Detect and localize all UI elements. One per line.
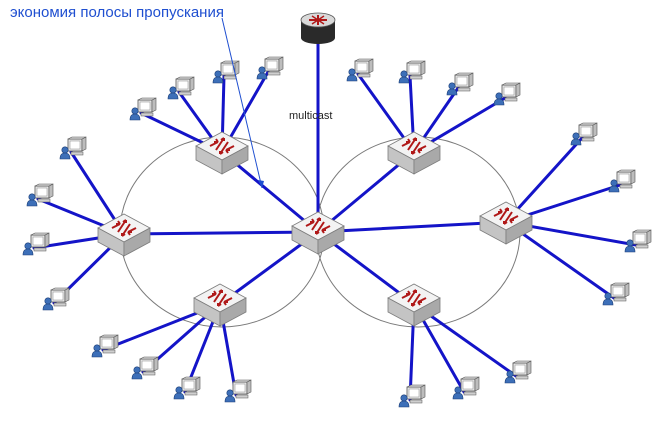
- switch-icon: [479, 201, 533, 245]
- router-icon: [300, 12, 336, 44]
- link-rright-host-1: [504, 136, 584, 224]
- workstation-user-icon: [256, 56, 284, 80]
- link-center-lleft: [122, 230, 320, 236]
- link-center-rright: [316, 220, 508, 234]
- workstation-user-icon: [504, 360, 532, 384]
- caption-arrow: [221, 17, 263, 189]
- workstation-user-icon: [91, 334, 119, 358]
- workstation-user-icon: [173, 376, 201, 400]
- caption-text: экономия полосы пропускания: [10, 4, 224, 21]
- node-group: [22, 12, 652, 408]
- workstation-user-icon: [602, 282, 630, 306]
- multicast-label: multicast: [289, 110, 333, 122]
- workstation-user-icon: [42, 287, 70, 311]
- workstation-user-icon: [446, 72, 474, 96]
- workstation-user-icon: [131, 356, 159, 380]
- workstation-user-icon: [398, 384, 426, 408]
- workstation-user-icon: [624, 229, 652, 253]
- workstation-user-icon: [608, 169, 636, 193]
- workstation-user-icon: [493, 82, 521, 106]
- workstation-user-icon: [398, 60, 426, 84]
- link-group: [32, 22, 638, 402]
- workstation-user-icon: [570, 122, 598, 146]
- workstation-user-icon: [22, 232, 50, 256]
- caption-arrow-head: [258, 180, 264, 188]
- switch-icon: [97, 213, 151, 257]
- workstation-user-icon: [224, 379, 252, 403]
